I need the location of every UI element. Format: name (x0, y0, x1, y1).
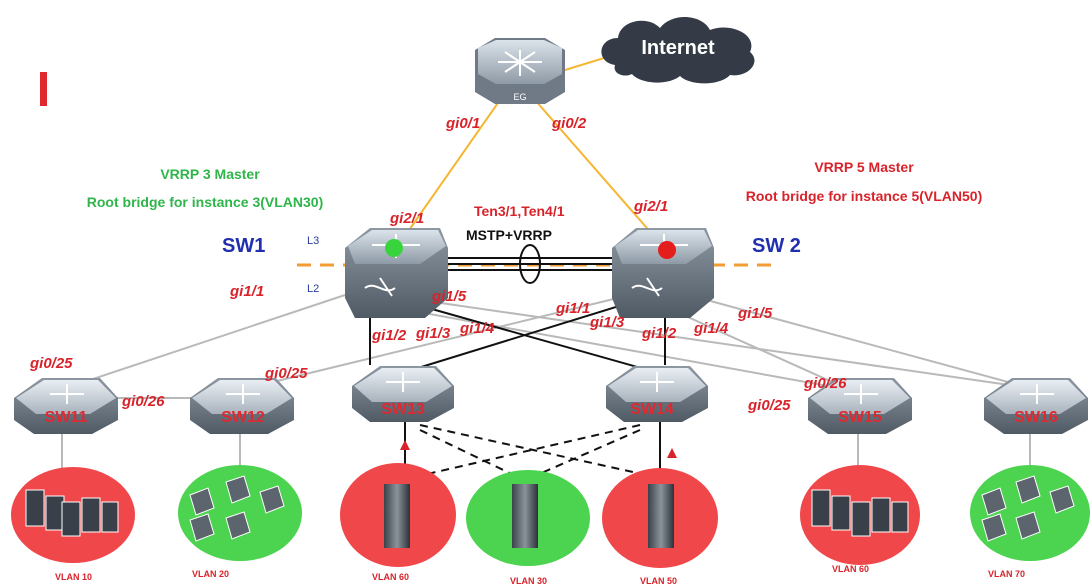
left-vrrp-master: VRRP 3 Master (160, 166, 260, 182)
server-icon (512, 484, 538, 548)
vlan-label: VLAN 30 (510, 576, 547, 586)
port-label: gi0/25 (747, 397, 791, 414)
port-label: gi0/26 (121, 393, 165, 410)
port-label: gi1/5 (737, 305, 773, 322)
pc-icon (811, 489, 909, 537)
sw1-label: SW1 (222, 235, 265, 257)
port-label: gi0/26 (803, 375, 847, 392)
blocked-links (409, 424, 661, 479)
interlink-ports: Ten3/1,Ten4/1 (474, 203, 565, 219)
vlan-label: VLAN 10 (55, 572, 92, 582)
access-switch-sw12: SW12 (190, 378, 294, 434)
pc-icon (25, 489, 119, 537)
l2-label: L2 (307, 283, 319, 295)
vlan-label: VLAN 70 (988, 569, 1025, 579)
laptop-icon (981, 475, 1075, 542)
core-switch-sw2 (612, 228, 714, 318)
sw12-label: SW12 (221, 409, 265, 426)
access-switch-sw13: SW13 (352, 366, 454, 422)
port-label: gi1/1 (555, 300, 590, 317)
port-label: gi1/2 (641, 325, 677, 342)
status-red-icon (658, 241, 676, 259)
status-green-icon (385, 239, 403, 257)
right-vrrp-master: VRRP 5 Master (814, 159, 914, 175)
right-root-bridge: Root bridge for instance 5(VLAN50) (746, 188, 982, 204)
core-switch-sw1 (345, 228, 448, 318)
vlan-label: VLAN 20 (192, 569, 229, 579)
port-label: gi0/25 (29, 355, 73, 372)
arrow-up-icon (400, 440, 410, 450)
internet-label: Internet (641, 37, 715, 59)
sw16-label: SW16 (1014, 409, 1058, 426)
left-root-bridge: Root bridge for instance 3(VLAN30) (87, 194, 323, 210)
marker-bar (40, 72, 47, 106)
port-label: gi1/1 (229, 283, 264, 300)
laptop-icon (189, 475, 285, 542)
server-icon (384, 484, 410, 548)
port-label: gi1/3 (589, 314, 625, 331)
router-icon: EG (475, 38, 565, 104)
vlan-label: VLAN 50 (640, 576, 677, 586)
access-switch-sw11: SW11 (14, 378, 118, 434)
protocol-label: MSTP+VRRP (466, 227, 552, 243)
eg-label: EG (513, 92, 526, 102)
access-switch-sw14: SW14 (606, 366, 708, 422)
arrow-up-icon (667, 448, 677, 458)
port-label: gi1/3 (415, 325, 451, 342)
port-label: gi1/4 (459, 320, 495, 337)
access-switch-sw16: SW16 (984, 378, 1088, 434)
sw13-label: SW13 (381, 401, 425, 418)
server-icon (648, 484, 674, 548)
port-label: gi0/1 (445, 115, 480, 132)
access-switch-sw15: SW15 (808, 378, 912, 434)
sw14-label: SW14 (630, 401, 674, 418)
vlan-label: VLAN 60 (832, 564, 869, 574)
sw15-label: SW15 (838, 409, 882, 426)
l3-label: L3 (307, 235, 319, 247)
core-interlink (430, 244, 630, 284)
sw2-label: SW 2 (752, 235, 801, 257)
port-label: gi2/1 (633, 198, 668, 215)
vlan-label: VLAN 60 (372, 572, 409, 582)
port-label: gi1/5 (431, 288, 467, 305)
port-label: gi0/2 (551, 115, 587, 132)
port-label: gi0/25 (264, 365, 308, 382)
cloud-icon: Internet (601, 16, 755, 84)
port-label: gi1/4 (693, 320, 729, 337)
port-label: gi1/2 (371, 327, 407, 344)
sw11-label: SW11 (45, 409, 88, 426)
port-label: gi2/1 (389, 210, 424, 227)
